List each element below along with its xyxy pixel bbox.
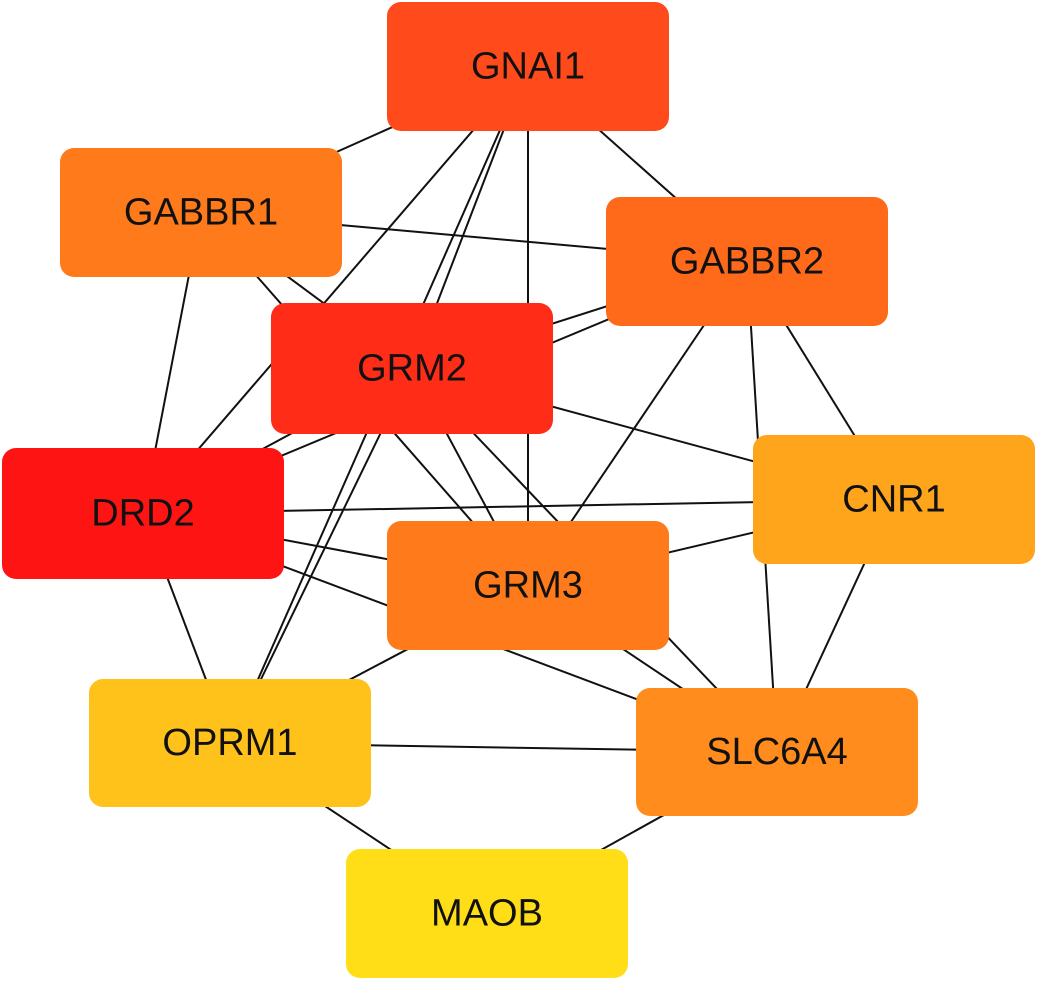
node-slc6a4: SLC6A4 (636, 688, 918, 816)
node-grm3: GRM3 (387, 521, 669, 650)
node-grm2: GRM2 (271, 303, 553, 434)
node-box (636, 688, 918, 816)
node-label: MAOB (431, 893, 543, 935)
node-box (346, 849, 628, 978)
node-box (271, 303, 553, 434)
node-cnr1: CNR1 (753, 435, 1035, 564)
node-label: DRD2 (91, 493, 194, 535)
node-drd2: DRD2 (2, 448, 284, 579)
node-box (387, 521, 669, 650)
node-label: GRM2 (357, 348, 467, 390)
node-box (606, 197, 888, 326)
node-label: OPRM1 (162, 722, 297, 764)
node-label: GNAI1 (471, 46, 585, 88)
node-label: SLC6A4 (706, 731, 848, 773)
node-label: GABBR2 (670, 241, 824, 283)
node-label: CNR1 (842, 479, 945, 521)
node-box (60, 148, 342, 277)
node-box (753, 435, 1035, 564)
node-gnai1: GNAI1 (387, 2, 669, 131)
node-gabbr1: GABBR1 (60, 148, 342, 277)
node-label: GRM3 (473, 565, 583, 607)
node-box (2, 448, 284, 579)
node-label: GABBR1 (124, 192, 278, 234)
node-oprm1: OPRM1 (89, 679, 371, 807)
node-box (387, 2, 669, 131)
node-gabbr2: GABBR2 (606, 197, 888, 326)
edge-gnai1-drd2 (142, 65, 529, 515)
node-box (89, 679, 371, 807)
node-maob: MAOB (346, 849, 628, 978)
